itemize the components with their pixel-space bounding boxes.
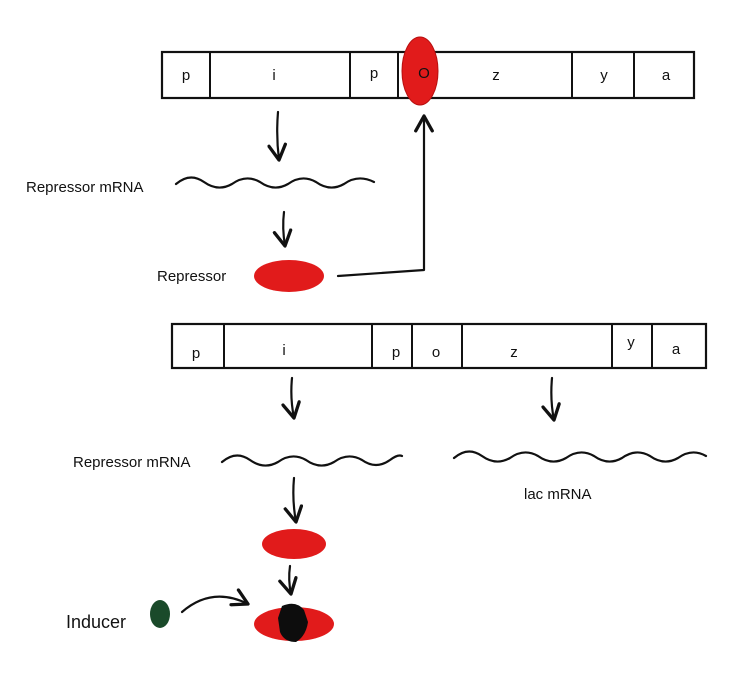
- operon-bottom: p i p o z y a: [170, 322, 708, 370]
- arrow-icon: [283, 476, 304, 524]
- arrow-icon: [267, 110, 287, 162]
- repressor-mrna-bottom-wave: [220, 454, 404, 467]
- operon-top: p i p O z y a: [160, 36, 696, 106]
- top-segment-z: z: [492, 67, 500, 84]
- bottom-segment-p2: p: [392, 344, 400, 361]
- arrow-icon: [278, 564, 298, 596]
- lac-mrna-label: lac mRNA: [524, 486, 592, 503]
- inducer-molecule-icon: [150, 600, 170, 628]
- inducer-label: Inducer: [66, 612, 126, 632]
- bottom-segment-i: i: [282, 342, 285, 359]
- lac-mrna-wave: [452, 450, 708, 463]
- arrow-icon: [541, 376, 561, 422]
- bottom-segment-z: z: [510, 344, 518, 361]
- top-segment-operator: O: [418, 65, 430, 82]
- top-segment-y: y: [600, 67, 608, 84]
- bound-repressor-icon: [401, 36, 439, 106]
- repressor-mrna-top-label: Repressor mRNA: [26, 179, 144, 196]
- repressor-protein-icon: [254, 260, 324, 292]
- top-segment-i: i: [272, 67, 275, 84]
- top-segment-p1: p: [182, 67, 190, 84]
- repressor-protein-icon: [262, 529, 326, 559]
- bottom-segment-a: a: [672, 341, 681, 358]
- top-segment-p2: p: [370, 65, 378, 82]
- repressor-inducer-complex-icon: [254, 603, 334, 642]
- operon-bottom-box: [170, 322, 708, 370]
- bottom-segment-operator: o: [432, 344, 440, 361]
- repressor-to-operator-arrow: [336, 114, 434, 278]
- repressor-mrna-bottom-label: Repressor mRNA: [73, 454, 191, 471]
- top-segment-a: a: [662, 67, 671, 84]
- arrow-icon: [272, 210, 293, 248]
- repressor-label: Repressor: [157, 268, 226, 285]
- arrow-icon: [281, 376, 301, 420]
- inducer-arrow: [180, 588, 250, 614]
- bottom-segment-p1: p: [192, 345, 200, 362]
- bottom-segment-y: y: [627, 334, 635, 351]
- repressor-mrna-top-wave: [174, 176, 376, 189]
